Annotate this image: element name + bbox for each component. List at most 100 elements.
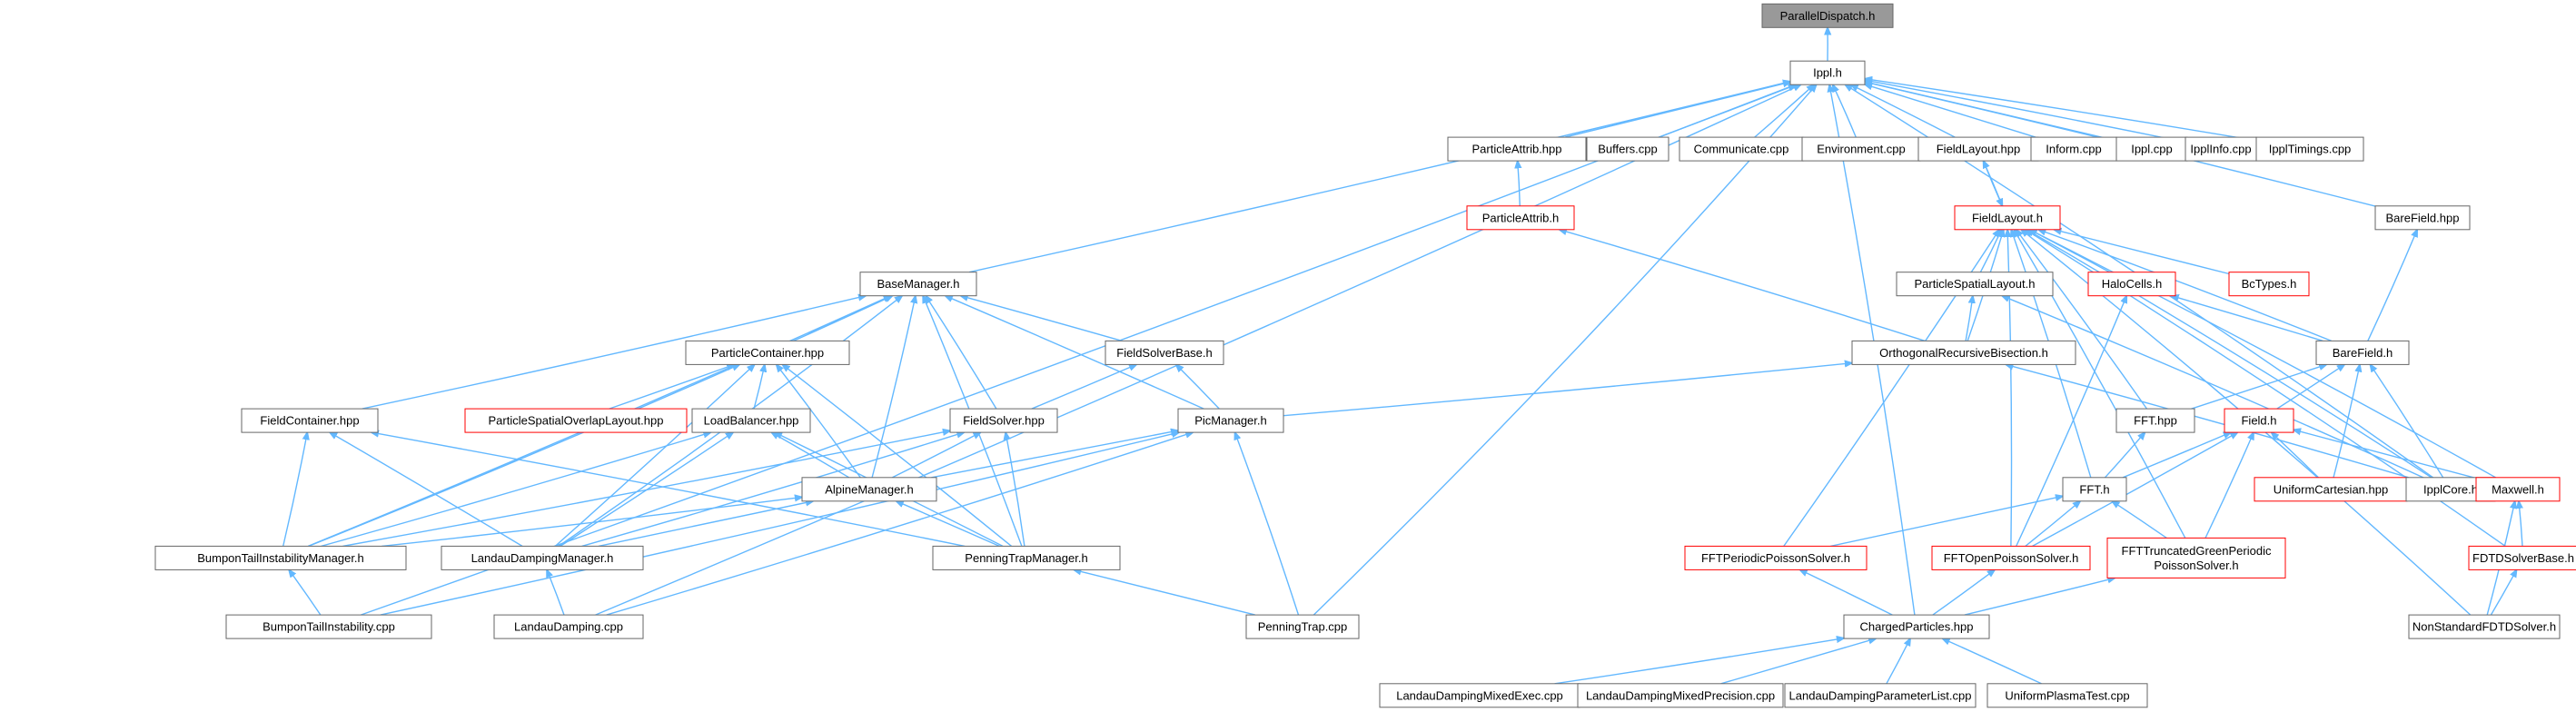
node-label: Ippl.h <box>1813 66 1842 80</box>
edge-ffto-to-fieldh <box>2032 432 2238 548</box>
node-ipplcpp[interactable]: Ippl.cpp <box>2115 136 2188 162</box>
edge-bm-to-ippl <box>968 82 1790 273</box>
node-label: Communicate.cpp <box>1694 143 1789 156</box>
edge-maxw-to-flh <box>2029 230 2496 479</box>
node-ldme[interactable]: LandauDampingMixedExec.cpp <box>1379 683 1580 708</box>
edge-ffto-to-ffth <box>2025 501 2080 547</box>
node-pic[interactable]: PicManager.h <box>1177 408 1284 433</box>
node-fs[interactable]: FieldSolver.hpp <box>949 408 1058 433</box>
edge-fsb-to-bm <box>961 296 1123 342</box>
node-box <box>2224 408 2294 433</box>
nodes-layer: ParallelDispatch.hIppl.hParticleAttrib.h… <box>154 3 2576 708</box>
node-box <box>1784 683 1977 708</box>
node-bfh[interactable]: BareField.h <box>2315 340 2410 365</box>
node-flhpp[interactable]: FieldLayout.hpp <box>1917 136 2039 162</box>
node-bfhpp[interactable]: BareField.hpp <box>2374 205 2471 231</box>
node-label: ParticleSpatialOverlapLayout.hpp <box>489 414 664 428</box>
node-box <box>225 614 432 639</box>
node-env[interactable]: Environment.cpp <box>1801 136 1921 162</box>
node-ffth[interactable]: FFT.h <box>2062 477 2127 502</box>
node-ffto[interactable]: FFTOpenPoissonSolver.h <box>1931 545 2091 570</box>
node-box <box>1586 136 1669 162</box>
node-fc[interactable]: FieldContainer.hpp <box>241 408 379 433</box>
node-btim[interactable]: BumponTailInstabilityManager.h <box>154 545 407 570</box>
node-fsb[interactable]: FieldSolverBase.h <box>1105 340 1224 365</box>
node-label: OrthogonalRecursiveBisection.h <box>1879 346 2048 360</box>
node-fieldh[interactable]: Field.h <box>2224 408 2294 433</box>
edge-orb-to-pah <box>1560 230 1926 342</box>
node-ldpl[interactable]: LandauDampingParameterList.cpp <box>1784 683 1977 708</box>
node-box <box>2228 272 2310 297</box>
node-fftp[interactable]: FFTPeriodicPoissonSolver.h <box>1684 545 1868 570</box>
edge-core-to-flh <box>2026 230 2432 479</box>
edge-ldpl-to-cp <box>1886 638 1910 685</box>
edge-pic-to-fsb <box>1176 364 1220 410</box>
node-maxw[interactable]: Maxwell.h <box>2475 477 2561 502</box>
edge-bti-to-ippl <box>360 84 1796 616</box>
edge-ldm-to-pc <box>554 364 754 547</box>
edge-cp-to-fftp <box>1800 569 1893 616</box>
node-label: NonStandardFDTDSolver.h <box>2413 620 2556 634</box>
node-bti[interactable]: BumponTailInstability.cpp <box>225 614 432 639</box>
node-ld[interactable]: LandauDamping.cpp <box>493 614 644 639</box>
node-ippl[interactable]: Ippl.h <box>1789 60 1866 85</box>
edge-nsfdtd-to-fdtd <box>2490 569 2516 616</box>
node-ipplinfo[interactable]: IpplInfo.cpp <box>2185 136 2257 162</box>
node-box <box>1684 545 1868 570</box>
node-inform[interactable]: Inform.cpp <box>2030 136 2117 162</box>
node-alp[interactable]: AlpineManager.h <box>801 477 937 502</box>
edge-maxw-to-fieldh <box>2294 430 2477 480</box>
node-bm[interactable]: BaseManager.h <box>859 272 977 297</box>
node-box <box>2374 205 2471 231</box>
edge-bfh-to-flh <box>2038 230 2333 342</box>
node-label: LandauDampingMixedPrecision.cpp <box>1586 688 1775 702</box>
node-upt[interactable]: UniformPlasmaTest.cpp <box>1986 683 2148 708</box>
node-ippltim[interactable]: IpplTimings.cpp <box>2255 136 2364 162</box>
edge-pahpp-to-ippl <box>1564 82 1790 138</box>
edge-env-to-ippl <box>1833 84 1857 138</box>
node-label: BcTypes.h <box>2242 277 2297 291</box>
node-pt[interactable]: PenningTrap.cpp <box>1245 614 1360 639</box>
node-cp[interactable]: ChargedParticles.hpp <box>1843 614 1990 639</box>
node-orb[interactable]: OrthogonalRecursiveBisection.h <box>1851 340 2076 365</box>
edge-ldme-to-cp <box>1554 638 1844 685</box>
node-buf[interactable]: Buffers.cpp <box>1586 136 1669 162</box>
node-ldm[interactable]: LandauDampingManager.h <box>441 545 644 570</box>
node-ldmp[interactable]: LandauDampingMixedPrecision.cpp <box>1577 683 1784 708</box>
node-box <box>1105 340 1224 365</box>
node-label: IpplCore.h <box>2423 482 2478 496</box>
node-label: LandauDampingManager.h <box>471 551 614 565</box>
node-label: FieldSolverBase.h <box>1116 346 1213 360</box>
node-pahpp[interactable]: ParticleAttrib.hpp <box>1447 136 1587 162</box>
edge-core-to-orb <box>2006 364 2409 479</box>
edge-ipplinfo-to-ippl <box>1865 80 2186 143</box>
node-label: FieldLayout.h <box>1972 211 2043 224</box>
edge-alp-to-bm <box>871 296 916 478</box>
node-comm[interactable]: Communicate.cpp <box>1679 136 1804 162</box>
node-lb[interactable]: LoadBalancer.hpp <box>691 408 811 433</box>
node-box <box>801 477 937 502</box>
node-bct[interactable]: BcTypes.h <box>2228 272 2310 297</box>
node-label: Environment.cpp <box>1817 143 1906 156</box>
node-pc[interactable]: ParticleContainer.hpp <box>685 340 850 365</box>
edge-ptm-to-alp <box>897 501 1000 548</box>
node-box <box>441 545 644 570</box>
edge-ld-to-ldm <box>547 569 565 616</box>
node-ptm[interactable]: PenningTrapManager.h <box>932 545 1121 570</box>
edge-comm-to-ippl <box>1754 84 1815 138</box>
node-psl[interactable]: ParticleSpatialLayout.h <box>1896 272 2054 297</box>
node-label: FieldLayout.hpp <box>1937 143 2021 156</box>
node-box <box>1789 60 1866 85</box>
node-box <box>1954 205 2061 231</box>
node-pd[interactable]: ParallelDispatch.h <box>1761 3 1894 28</box>
node-pah[interactable]: ParticleAttrib.h <box>1466 205 1575 231</box>
node-label: IpplTimings.cpp <box>2269 143 2352 156</box>
node-uc[interactable]: UniformCartesian.hpp <box>2254 477 2408 502</box>
node-flh[interactable]: FieldLayout.h <box>1954 205 2061 231</box>
node-psol[interactable]: ParticleSpatialOverlapLayout.hpp <box>464 408 688 433</box>
node-fdtd[interactable]: FDTDSolverBase.h <box>2468 545 2576 570</box>
node-halo[interactable]: HaloCells.h <box>2087 272 2176 297</box>
node-ffthpp[interactable]: FFT.hpp <box>2115 408 2195 433</box>
node-nsfdtd[interactable]: NonStandardFDTDSolver.h <box>2408 614 2561 639</box>
